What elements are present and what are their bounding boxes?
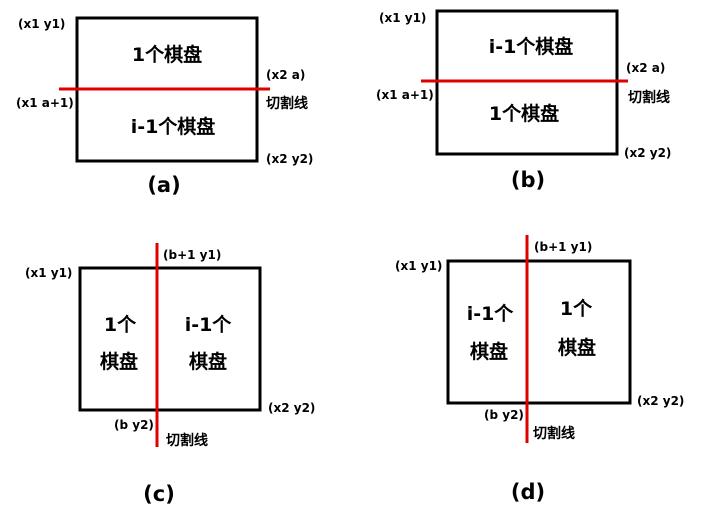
panel-a-caption: (a) <box>147 173 180 197</box>
panel-d-corner-bottom-right: (x2 y2) <box>637 394 684 408</box>
panel-c-left-region-line2: 棋盘 <box>100 350 138 373</box>
panel-a-cut-left-label: (x1 a+1) <box>16 96 74 110</box>
panel-d-board <box>446 259 632 405</box>
panel-c-cut-line-label: 切割线 <box>166 432 208 449</box>
panel-a-bottom-region: i-1个棋盘 <box>131 115 216 138</box>
panel-a-corner-bottom-right: (x2 y2) <box>266 152 313 166</box>
panel-a-top-region: 1个棋盘 <box>132 43 202 66</box>
panel-c-board <box>78 266 262 412</box>
panel-c-right-region-line2: 棋盘 <box>189 350 227 373</box>
panel-c-corner-bottom-right: (x2 y2) <box>268 401 315 415</box>
panel-c-right-region-line1: i-1个 <box>185 314 233 336</box>
panel-a: (x1 y1) (x1 a+1) (x2 a) (x2 y2) 切割线 1个棋盘… <box>16 16 313 197</box>
panel-b-cut-right-label: (x2 a) <box>626 61 665 75</box>
panel-a-cut-line-label: 切割线 <box>266 95 308 112</box>
panel-b-caption: (b) <box>511 168 545 192</box>
panel-d-left-region-line1: i-1个 <box>467 303 515 325</box>
panel-d: (x1 y1) (b+1 y1) (b y2) (x2 y2) 切割线 i-1个… <box>395 235 684 504</box>
panel-c-corner-top-left: (x1 y1) <box>25 266 72 280</box>
panel-c-left-region-line1: 1个 <box>104 314 137 336</box>
panel-d-right-region-line2: 棋盘 <box>558 336 596 359</box>
panel-d-corner-top-left: (x1 y1) <box>395 259 442 273</box>
panel-d-cut-top-label: (b+1 y1) <box>534 240 592 254</box>
panel-b: (x1 y1) (x1 a+1) (x2 a) (x2 y2) 切割线 i-1个… <box>376 9 671 192</box>
panel-c-cut-top-label: (b+1 y1) <box>163 248 221 262</box>
panel-a-corner-top-left: (x1 y1) <box>18 17 65 31</box>
panel-c-cut-bottom-label: (b y2) <box>114 418 154 432</box>
panel-d-cut-bottom-label: (b y2) <box>484 408 524 422</box>
panel-d-cut-line-label: 切割线 <box>533 425 575 442</box>
panel-b-corner-bottom-right: (x2 y2) <box>624 146 671 160</box>
panel-b-cut-line-label: 切割线 <box>628 89 670 106</box>
panel-b-bottom-region: 1个棋盘 <box>489 102 559 125</box>
panel-a-cut-right-label: (x2 a) <box>266 68 305 82</box>
panel-d-right-region-line1: 1个 <box>560 298 593 320</box>
panel-b-cut-left-label: (x1 a+1) <box>376 88 434 102</box>
panel-b-corner-top-left: (x1 y1) <box>379 11 426 25</box>
panel-b-top-region: i-1个棋盘 <box>489 35 574 58</box>
panel-d-left-region-line2: 棋盘 <box>470 340 508 363</box>
panel-c-caption: (c) <box>143 482 175 506</box>
panel-d-caption: (d) <box>511 480 545 504</box>
panel-c: (x1 y1) (b+1 y1) (b y2) (x2 y2) 切割线 1个 棋… <box>25 243 315 506</box>
